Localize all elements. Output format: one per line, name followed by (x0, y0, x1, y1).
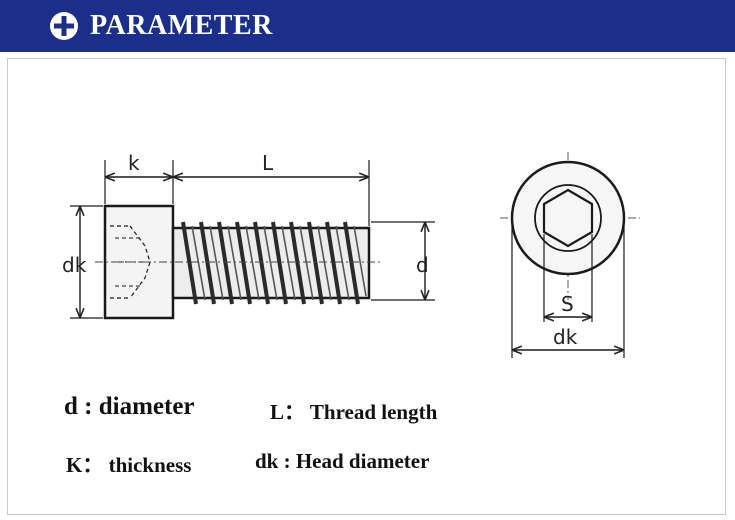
head-outer-circle (510, 160, 626, 276)
thread-lines (181, 221, 360, 305)
hex-socket (542, 188, 594, 248)
page-title: PARAMETER (90, 10, 273, 41)
label-L: L (262, 151, 274, 175)
label-k: k (128, 151, 140, 175)
legend-d: d : diameter (64, 393, 195, 420)
content-frame (7, 58, 726, 515)
label-dk-top: dk (553, 325, 578, 349)
screw-end-view (500, 152, 640, 358)
legend-L: L： Thread length (270, 400, 438, 424)
header-bar: PARAMETER (0, 0, 735, 52)
label-dk-side: dk (62, 253, 87, 277)
plus-circle-icon (50, 12, 78, 40)
head-inner-circle (534, 184, 602, 252)
label-d: d (416, 253, 429, 277)
screw-side-view (70, 160, 435, 320)
legend-dk: dk : Head diameter (255, 449, 430, 473)
label-s: S (561, 292, 574, 316)
legend-K: K： thickness (66, 453, 192, 477)
